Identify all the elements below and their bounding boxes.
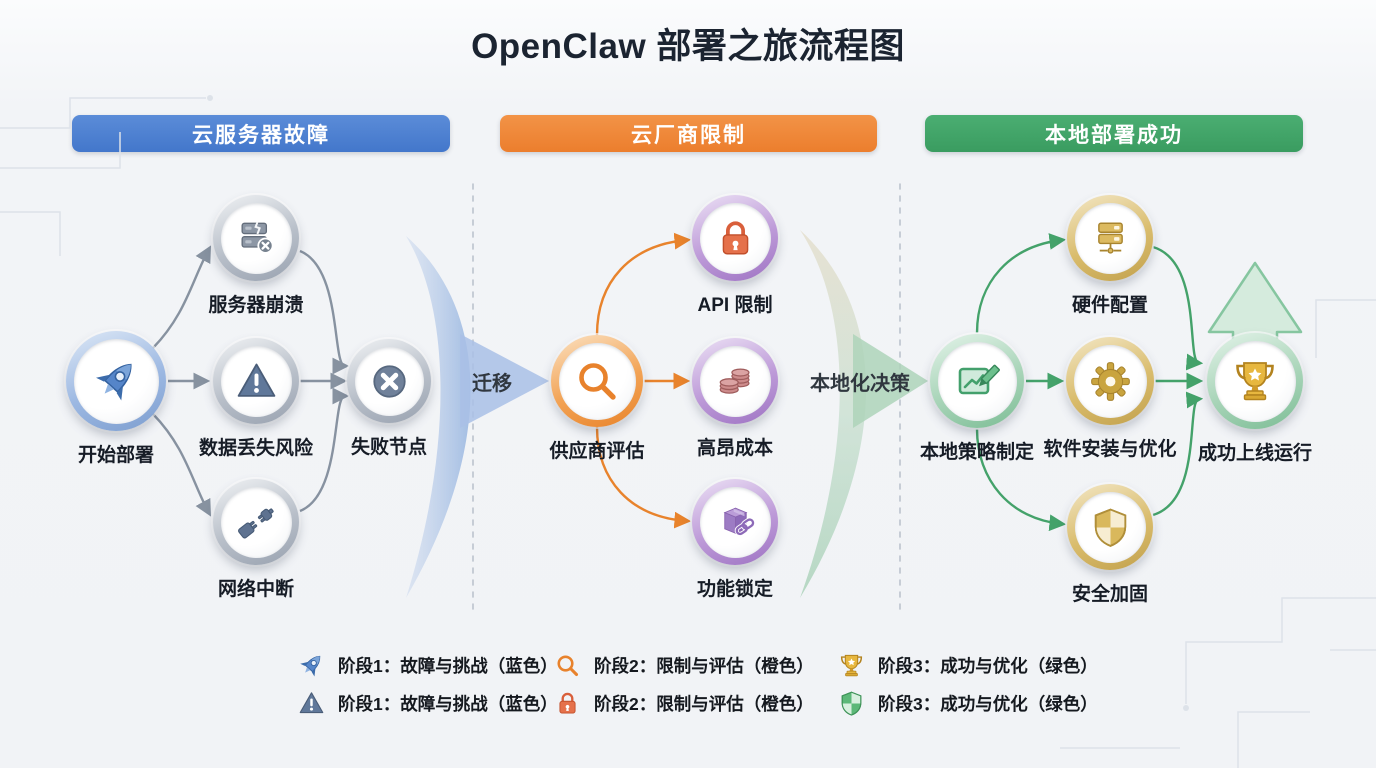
node-label: 硬件配置 [1071,295,1148,316]
node-fail: 失败节点 [304,339,474,459]
magnifier-icon [554,652,581,679]
node-label: 功能锁定 [696,579,773,600]
node-label: 本地策略制定 [919,442,1034,463]
server-icon [1089,217,1132,260]
node-api-limit: API 限制 [650,195,820,317]
node-circle [1066,337,1154,425]
phase3-connectors [975,233,1204,532]
node-vendor-eval: 供应商评估 [512,335,682,463]
transition-label-localize: 本地化决策 [810,373,910,395]
legend: 阶段1：故障与挑战（蓝色） 阶段2：限制与评估（橙色） 阶段3：成功与优化（绿色… [298,652,1098,717]
node-circle [692,338,778,424]
migration-swoosh-arrow [406,236,549,598]
node-circle [213,479,299,565]
legend-label: 阶段2：限制与评估（橙色） [594,656,814,676]
node-feature-lock: 功能锁定 [650,479,820,601]
node-circle [213,195,299,281]
node-circle [1207,333,1303,429]
node-circle [692,195,778,281]
node-success: 成功上线运行 [1170,333,1340,465]
node-circle [347,339,431,423]
unplugged-icon [235,501,278,544]
legend-label: 阶段2：限制与评估（橙色） [594,694,814,714]
node-label: 失败节点 [350,437,427,458]
phase-header-vendor-limits: 云厂商限制 [500,115,877,152]
node-circle [66,331,166,431]
transition-label-migrate: 迁移 [472,373,512,395]
magnifier-icon [573,357,621,405]
trophy-icon [1231,357,1279,405]
node-local-strategy: 本地策略制定 [892,334,1062,464]
node-start: 开始部署 [31,331,201,467]
broken-server-icon [235,217,278,260]
node-network-down: 网络中断 [171,479,341,601]
node-circle [551,335,643,427]
node-security: 安全加固 [1025,484,1195,606]
legend-label: 阶段1：故障与挑战（蓝色） [338,694,558,714]
legend-label: 阶段3：成功与优化（绿色） [878,656,1098,676]
shield-icon [1089,506,1132,549]
blueprint-icon [953,357,1001,405]
warning-icon [235,360,278,403]
node-circle [1067,484,1153,570]
rocket-icon [92,357,140,405]
lock-icon [554,690,581,717]
gear-icon [1089,360,1132,403]
node-circle [1067,195,1153,281]
rocket-icon [298,652,325,679]
node-label: 网络中断 [217,579,294,600]
background-circuit-decoration [0,95,1376,768]
node-software: 软件安装与优化 [1025,337,1195,461]
legend-item: 阶段1：故障与挑战（蓝色） [298,690,558,717]
trophy-icon [838,652,865,679]
legend-item: 阶段3：成功与优化（绿色） [838,652,1098,679]
legend-label: 阶段1：故障与挑战（蓝色） [338,656,558,676]
phase1-connectors [152,245,350,517]
node-label: 服务器崩溃 [208,295,304,316]
x-circle-icon [368,360,411,403]
page-title: OpenClaw 部署之旅流程图 [471,27,905,66]
warning-icon [298,690,325,717]
node-label: API 限制 [697,295,773,316]
node-server-crash: 服务器崩溃 [171,195,341,317]
node-hardware: 硬件配置 [1025,195,1195,317]
node-circle [930,334,1024,428]
node-label: 开始部署 [77,445,154,466]
phase-header-local-success: 本地部署成功 [925,115,1303,152]
legend-item: 阶段2：限制与评估（橙色） [554,690,838,717]
localization-swoosh-arrow [800,230,928,598]
phase2-connectors [595,232,692,529]
legend-item: 阶段3：成功与优化（绿色） [838,690,1098,717]
shield-icon [838,690,865,717]
phase-separators [472,183,901,613]
legend-item: 阶段2：限制与评估（橙色） [554,652,838,679]
phase-header-cloud-failure: 云服务器故障 [72,115,450,152]
lock-icon [714,217,757,260]
node-label: 安全加固 [1071,584,1148,605]
node-circle [213,338,299,424]
node-circle [692,479,778,565]
node-data-loss: 数据丢失风险 [171,338,341,460]
node-label: 供应商评估 [549,441,645,462]
box-chain-icon [714,501,757,544]
node-label: 软件安装与优化 [1043,439,1177,460]
legend-label: 阶段3：成功与优化（绿色） [878,694,1098,714]
node-label: 高昂成本 [696,438,773,459]
node-label: 成功上线运行 [1197,443,1312,464]
legend-item: 阶段1：故障与挑战（蓝色） [298,652,558,679]
node-label: 数据丢失风险 [198,438,313,459]
node-high-cost: 高昂成本 [650,338,820,460]
coins-icon [714,360,757,403]
